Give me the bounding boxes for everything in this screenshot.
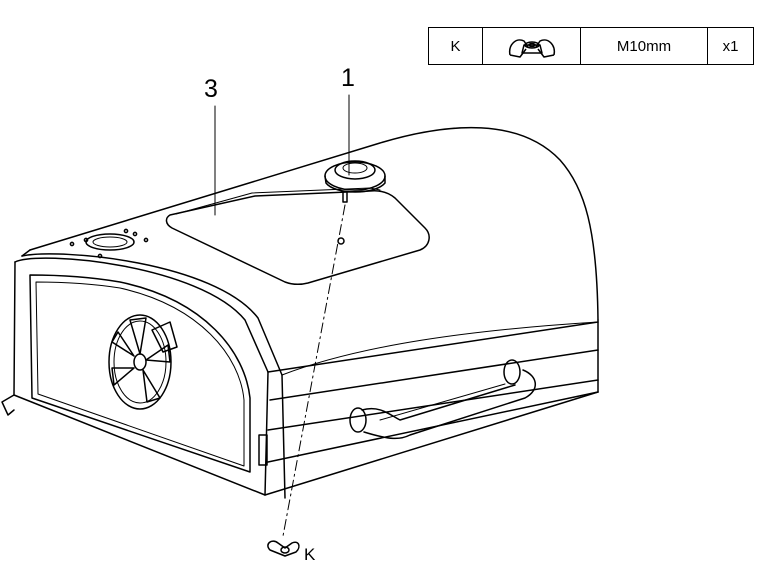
fan-icon (108, 314, 178, 410)
wing-nut-icon (482, 27, 581, 65)
callout-part-1: 1 (341, 64, 355, 92)
leader-lines (214, 94, 350, 537)
wing-nut-icon (267, 540, 300, 557)
front-door-window (29, 274, 251, 473)
parts-table-row: K M10mm x1 (428, 27, 754, 65)
callout-part-3: 3 (204, 75, 218, 103)
housing-body (1, 126, 599, 499)
lid-panel (165, 187, 430, 286)
callout-part-k: K (304, 545, 316, 564)
part-key: K (428, 27, 483, 65)
top-control-plate (69, 228, 149, 259)
part-size: M10mm (580, 27, 708, 65)
part-quantity: x1 (707, 27, 754, 65)
knob (324, 160, 386, 203)
parts-table: K M10mm x1 (428, 27, 754, 65)
handle (349, 359, 536, 440)
